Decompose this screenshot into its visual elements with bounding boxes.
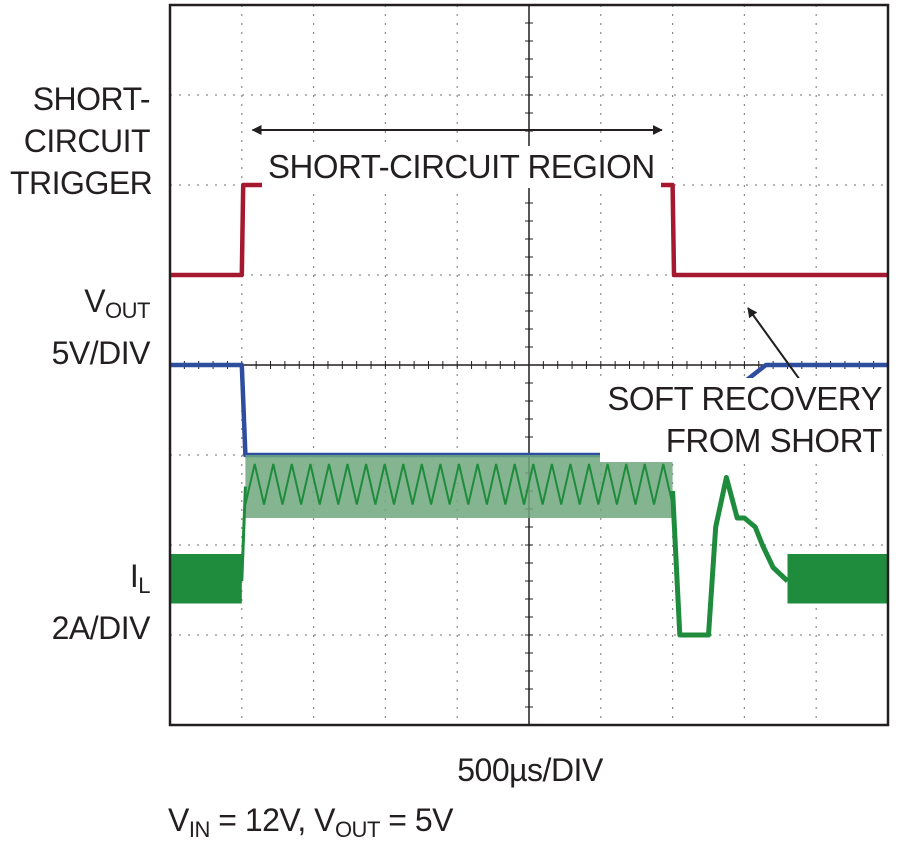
vout-scale: 5V/DIV [51,335,151,371]
vout-main: V [314,802,335,838]
soft-recovery-line1: SOFT RECOVERY [607,380,882,417]
vin-sub: IN [188,817,211,842]
il-label-name: IL [10,555,151,607]
vout-label-sub: OUT [105,298,150,323]
trigger-label-line3: TRIGGER [10,165,153,201]
il-trace-recovery [670,475,790,638]
il-label-sub: L [138,573,150,598]
vout-label-main: V [84,283,106,319]
trigger-label-line1: SHORT- [32,81,151,117]
il-scale: 2A/DIV [51,610,151,646]
plot-frame [168,3,890,727]
il-trace-pre-short [170,554,242,604]
vout-label-name: VOUT [10,280,150,332]
il-trace-rise [240,486,247,582]
vin-value: = 12V, [209,802,315,838]
test-conditions: VIN = 12V, VOUT = 5V [168,802,454,843]
vin-main: V [168,802,189,838]
soft-recovery-line2: FROM SHORT [665,422,883,459]
il-trace-ripple [244,463,674,505]
trigger-label-line2: CIRCUIT [23,123,151,159]
il-trace-post-recovery [787,554,888,604]
annotation-arrows [251,125,801,381]
soft-recovery-label: SOFT RECOVERY FROM SHORT [600,378,883,462]
x-axis-label: 500µs/DIV [457,752,603,788]
vout-value: = 5V [379,802,453,838]
il-label: IL 2A/DIV [10,555,151,649]
vout-label: VOUT 5V/DIV [10,280,151,374]
vout-sub: OUT [334,817,380,842]
trigger-label: SHORT- CIRCUIT TRIGGER [10,78,153,204]
short-circuit-region-label: SHORT-CIRCUIT REGION [262,146,661,188]
traces [170,182,888,638]
soft-recovery-arrow [747,307,801,381]
il-label-main: I [129,558,139,594]
